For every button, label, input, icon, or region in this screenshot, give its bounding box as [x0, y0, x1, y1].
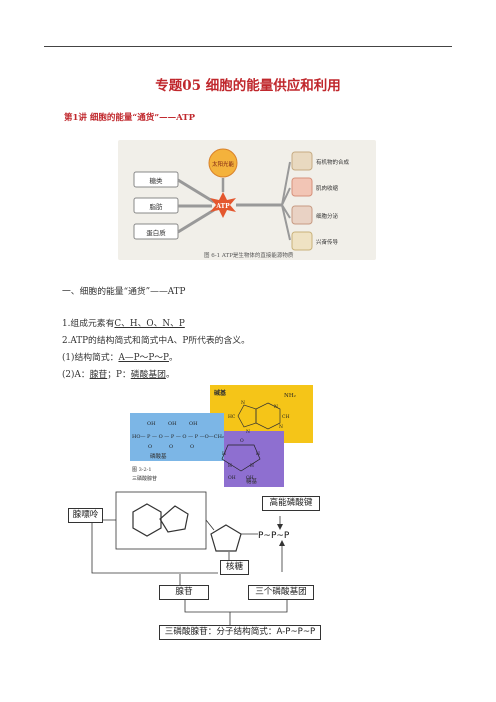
formula-chain: HO— P — O — P — O — P —O—CH₂	[132, 434, 224, 440]
oh-top-3: OH	[189, 421, 198, 427]
page-title: 专题05 细胞的能量供应和利用	[155, 78, 341, 94]
sugar-region	[224, 431, 284, 487]
item-2: 2.ATP的结构简式和简式中A、P所代表的含义。	[62, 336, 250, 346]
adenine-to-adenosine-line	[91, 520, 218, 574]
item-2-2-p-answer: 磷酸基团	[130, 370, 166, 380]
synthesis-icon	[291, 151, 313, 171]
arrow-icon	[177, 208, 215, 234]
use-label-3: 兴奋传导	[316, 238, 339, 246]
adenosine-label-box: 腺苷	[159, 585, 209, 600]
item-1: 1.组成元素有C、H、O、N、P	[62, 316, 185, 329]
sugar-atom-o: O	[240, 438, 244, 444]
ring-atom-3: N	[246, 429, 250, 435]
item-1-answer: C、H、O、N、P	[114, 319, 185, 329]
nerve-icon	[291, 231, 313, 251]
secretion-icon	[291, 205, 313, 225]
item-2-2: (2)A：腺苷；P：磷酸基团。	[62, 367, 175, 380]
ring-atom-5: CH	[282, 414, 289, 420]
atp-energy-figure: 糖类 脂肪 蛋白质 太阳光能 ATP 有机物的合成 肌肉收缩 细胞分泌 兴奋传导…	[118, 140, 376, 260]
sugar-atom-0: H	[222, 451, 226, 457]
figure1-caption: 图 6-1 ATP是生物体的直接能源物质	[204, 251, 294, 259]
input-label-2: 蛋白质	[146, 228, 166, 237]
pentagon-ring-icon	[159, 505, 189, 533]
item-2-1-prefix: (1)结构简式：	[62, 353, 119, 363]
ribose-pentagon-icon	[210, 524, 242, 552]
ring-atom-1: N	[279, 424, 283, 430]
atp-label: ATP	[215, 203, 230, 210]
item-2-1: (1)结构简式：A—P～P～P。	[62, 350, 178, 363]
atp-energy-figure-art: 糖类 脂肪 蛋白质 太阳光能 ATP 有机物的合成 肌肉收缩 细胞分泌 兴奋传导…	[133, 148, 350, 259]
atp-schematic-diagram: P~P~P	[91, 491, 290, 625]
purine-ring-five-icon	[237, 404, 257, 428]
sugar-atom-1: H	[256, 451, 260, 457]
phosphate-label: 磷酸基	[150, 452, 167, 460]
item-2-1-suffix: 。	[168, 353, 178, 363]
arrow-down-icon	[277, 524, 283, 530]
atp-structure-figure: 碱基 磷酸基 糖基 HO— P — O — P — O — P —O—CH₂ O…	[128, 385, 313, 490]
item-1-prefix: 1.组成元素有	[62, 319, 115, 329]
o-bottom-2: O	[169, 444, 173, 450]
ppp-label: P~P~P	[258, 531, 290, 541]
input-label-0: 糖类	[150, 176, 164, 185]
item-2-2-suffix: 。	[165, 370, 175, 380]
item-2-2-mid: ；P：	[107, 370, 131, 380]
ring-atom-2: N	[241, 400, 245, 406]
input-label-1: 脂肪	[150, 202, 164, 211]
lecture-heading: 第1讲 细胞的能量“通货”——ATP	[64, 113, 195, 123]
sun-icon	[208, 148, 238, 178]
atp-burst-icon	[210, 192, 236, 218]
item-2-2-a-answer: 腺苷	[89, 370, 108, 380]
o-bottom-1: O	[148, 444, 152, 450]
three-phosphates-box: 三个磷酸基团	[248, 585, 314, 600]
summary-prefix: 三磷酸腺苷：分子结构简式：	[164, 627, 277, 637]
sun-label: 太阳光能	[212, 160, 235, 168]
ring-atom-4: HC	[228, 414, 236, 420]
carbohydrate-box	[133, 171, 179, 188]
sugar-atom-5: OH	[246, 475, 254, 481]
high-energy-bond-box: 高能磷酸键	[262, 496, 320, 511]
bond-line	[205, 519, 215, 531]
sugar-atom-2: H	[228, 463, 232, 469]
hexagon-ring-icon	[132, 503, 162, 537]
use-label-0: 有机物的合成	[316, 158, 350, 166]
branch-arrows-icon	[281, 161, 291, 241]
base-label: 碱基	[214, 389, 227, 397]
arrow-up-icon	[279, 540, 285, 546]
atp-structure-art: 碱基 磷酸基 糖基 HO— P — O — P — O — P —O—CH₂ O…	[128, 385, 313, 490]
sugar-atom-3: H	[250, 463, 254, 469]
oh-top-1: OH	[147, 421, 156, 427]
item-2-1-answer: A—P～P～P	[118, 353, 169, 363]
use-label-1: 肌肉收缩	[316, 184, 339, 192]
ribose-ring-icon	[221, 444, 261, 472]
summary-formula: A-P~P~P	[276, 627, 316, 637]
header-rule	[44, 46, 452, 47]
nh2-label: NH₂	[284, 393, 296, 399]
adenine-label-box: 腺嘌呤	[68, 508, 103, 523]
ring-atom-0: N	[274, 404, 278, 410]
item-2-2-prefix: (2)A：	[62, 370, 90, 380]
sugar-atom-4: OH	[228, 475, 236, 481]
o-bottom-3: O	[190, 444, 194, 450]
figure2-caption-line2: 三磷酸腺苷	[132, 475, 157, 482]
sugar-label: 糖基	[246, 477, 258, 485]
phosphate-region	[130, 413, 224, 461]
muscle-icon	[291, 177, 313, 197]
oh-top-2: OH	[168, 421, 177, 427]
atp-summary-box: 三磷酸腺苷：分子结构简式：A-P~P~P	[159, 625, 321, 640]
arrow-icon	[177, 178, 215, 204]
bottom-bracket	[184, 597, 288, 613]
section-heading: 一、细胞的能量“通货”——ATP	[62, 287, 186, 297]
figure2-caption-line1: 图 3-2-1	[132, 467, 152, 473]
ribose-label-box: 核糖	[220, 560, 249, 575]
use-label-2: 细胞分泌	[316, 212, 339, 220]
